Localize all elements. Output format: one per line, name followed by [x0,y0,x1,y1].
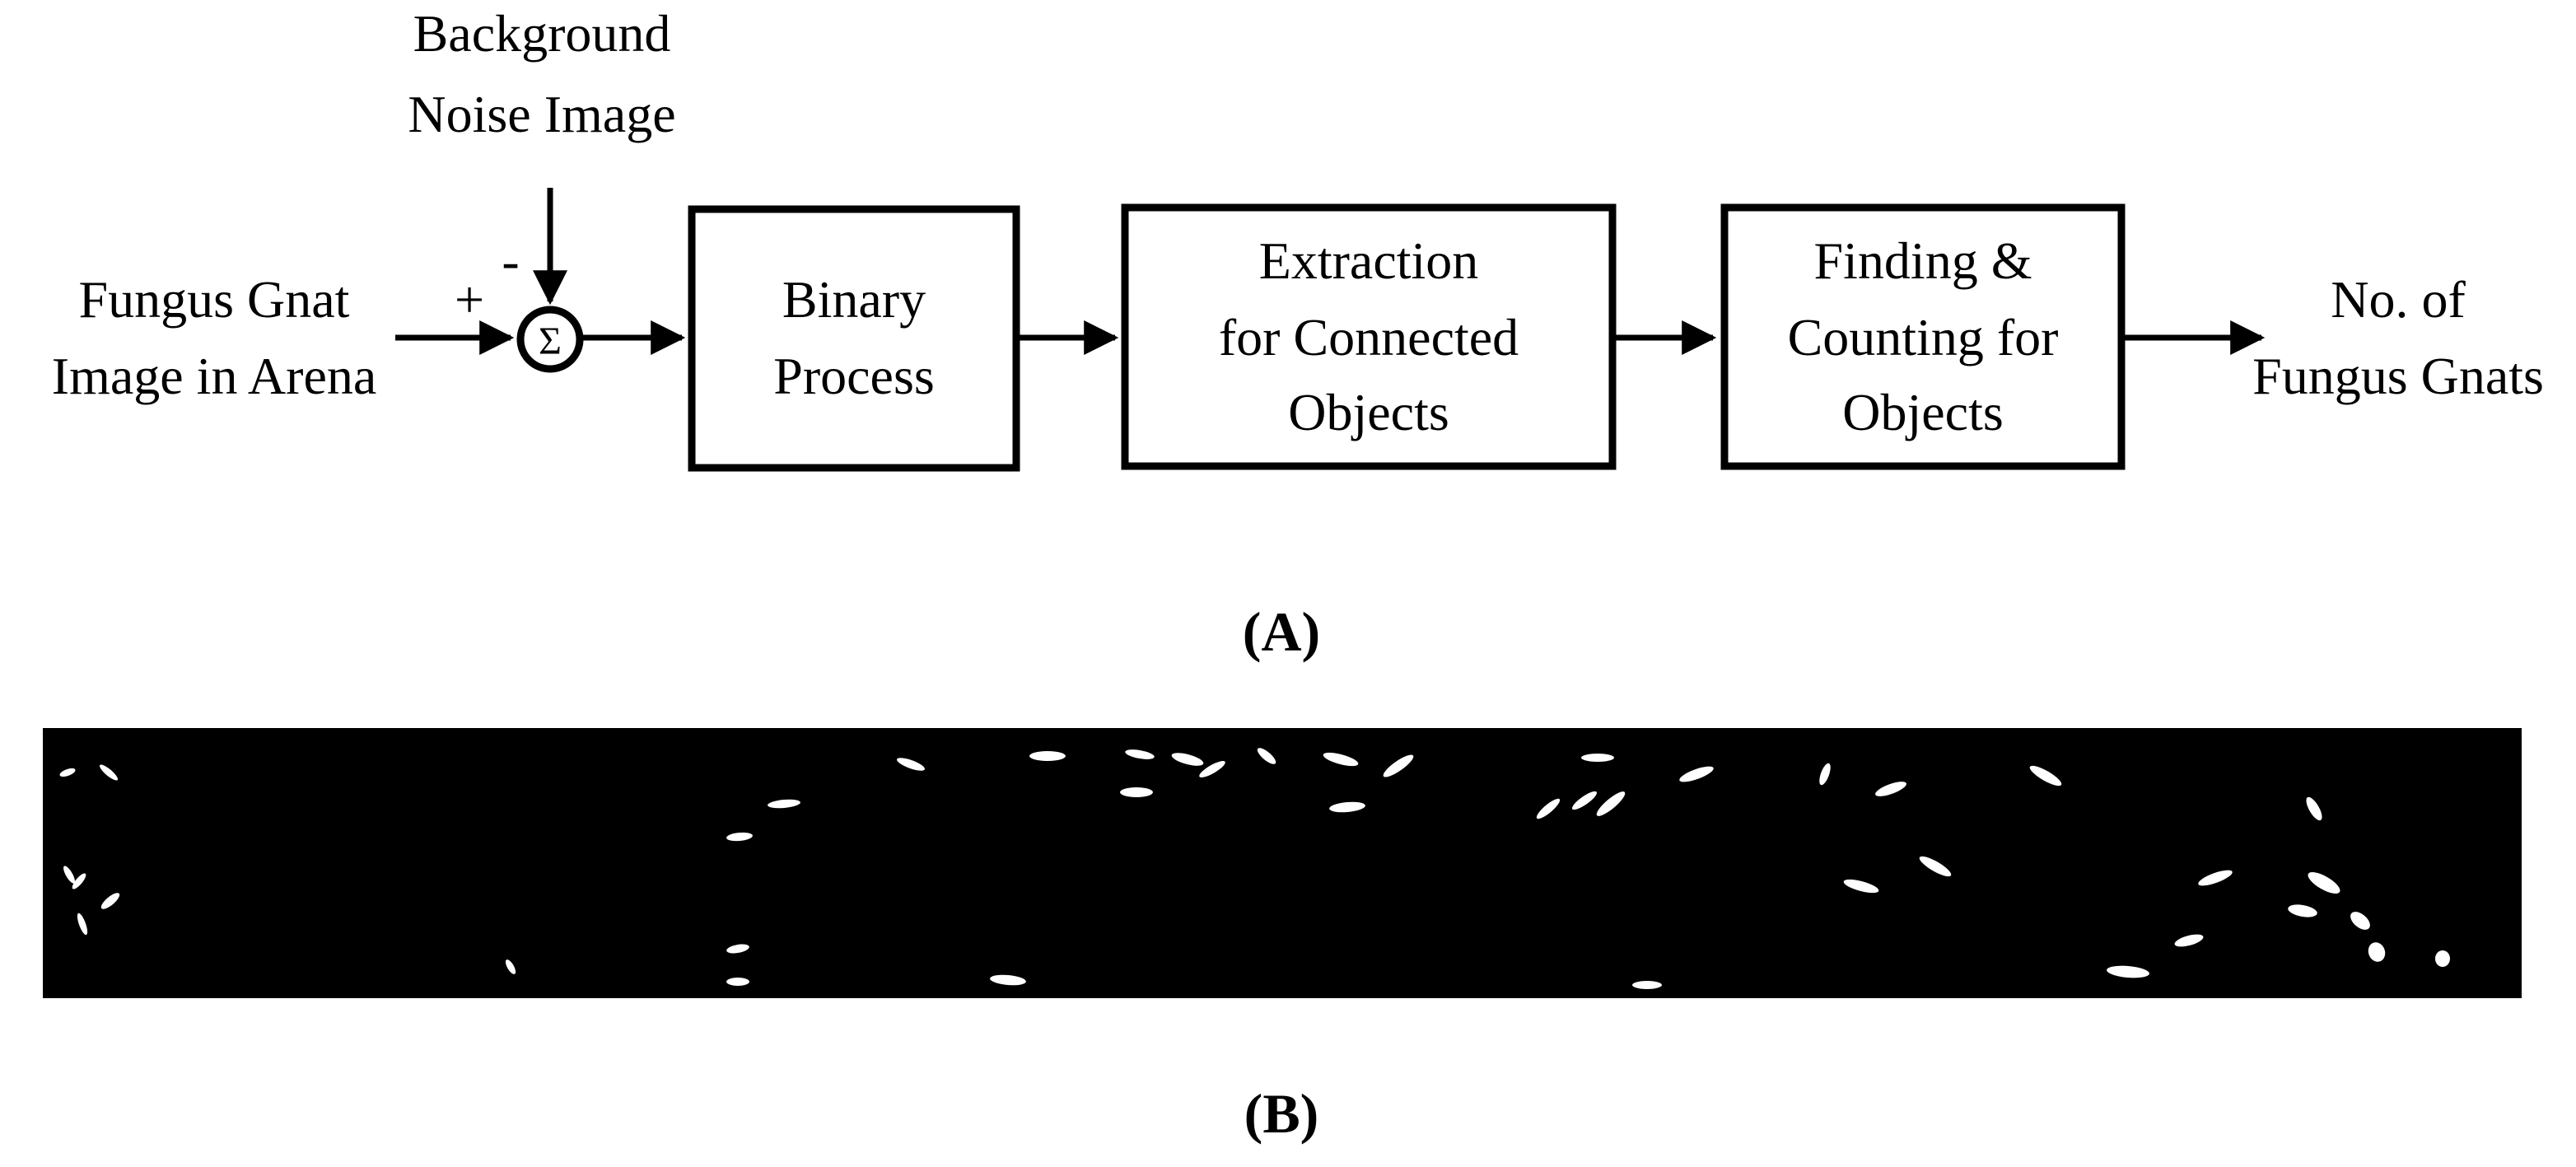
gnat-blob [1596,791,1626,816]
background-noise-label: Background Noise Image [408,4,675,143]
block-counting: Finding & Counting for Objects [1720,203,2126,470]
gnat-blob [72,873,86,889]
gnat-blob [896,758,926,771]
block-binary-line1: Binary [782,270,926,329]
gnat-blob [1125,749,1155,759]
input-label-line2: Image in Arena [52,347,377,405]
block-extraction: Extraction for Connected Objects [1121,203,1617,470]
minus-sign: - [502,231,519,290]
gnat-blob [1875,782,1906,796]
sigma-icon: Σ [539,320,562,363]
gnat-blob [2174,934,2204,947]
gnat-blob [1329,801,1365,813]
gnat-blob [726,978,749,986]
gnat-blob [59,768,76,777]
gnat-blob [1323,752,1359,767]
gnat-blob [1843,879,1879,894]
gnat-blob [1536,798,1561,819]
gnat-blob [768,799,800,809]
gnat-blob [1199,761,1225,777]
gnat-blobs [59,748,2450,989]
gnat-blob [1120,787,1153,797]
block-extraction-rect [1121,203,1617,470]
gnat-blob [1257,748,1276,764]
gnat-blob [726,944,749,954]
block-counting-rect [1720,203,2126,470]
block-extraction-line1: Extraction [1259,231,1479,290]
gnat-blob [77,913,88,936]
input-label-line1: Fungus Gnat [79,270,350,329]
block-binary-line2: Process [773,347,935,405]
gnat-blob [1632,981,1662,989]
gnat-blob [2288,904,2317,917]
gnat-blob [1919,856,1952,877]
panel-label-a-text: (A) [1243,600,1320,663]
panel-label-b: (B) [1244,1082,1319,1145]
gnat-blob [505,959,516,974]
gnat-blob [100,893,120,909]
gnat-blob [1383,754,1414,777]
block-binary-rect [688,205,1020,472]
binary-image-background [43,728,2522,998]
block-counting-line2: Counting for [1788,308,2059,366]
gnat-blob [2306,796,2322,821]
output-label-line1: No. of [2331,270,2466,329]
binary-image-panel [43,728,2522,998]
block-counting-line1: Finding & [1814,231,2032,290]
gnat-blob [1679,766,1714,782]
gnat-blob [1819,763,1831,786]
output-label-line2: Fungus Gnats [2252,347,2544,405]
gnat-blob [2435,950,2450,967]
background-label-line2: Noise Image [408,85,675,143]
gnat-blob [2350,912,2370,930]
block-extraction-line3: Objects [1288,383,1449,441]
gnat-blob [63,866,75,884]
background-label-line1: Background [413,4,671,63]
gnat-blob [1171,753,1204,766]
block-binary-process: Binary Process [688,205,1020,472]
gnat-blob [2029,765,2062,787]
gnat-blob [1029,751,1066,761]
input-image-label: Fungus Gnat Image in Arena [52,270,377,405]
plus-sign: + [455,270,484,329]
gnat-blob [726,832,753,842]
panel-label-b-text: (B) [1244,1082,1319,1145]
block-extraction-line2: for Connected [1219,308,1519,366]
summing-junction: Σ [516,306,584,373]
gnat-blob [2107,965,2149,978]
panel-label-a: (A) [1243,600,1320,663]
gnat-blob [990,974,1026,986]
gnat-blob [1581,754,1614,762]
gnat-blob [2198,870,2233,886]
output-label: No. of Fungus Gnats [2252,270,2544,405]
gnat-blob [99,764,119,781]
summer-circle [516,306,584,373]
gnat-blob [1571,791,1598,810]
block-counting-line3: Objects [1842,383,2004,441]
gnat-blob [2308,872,2340,894]
gnat-blob [2368,942,2386,962]
